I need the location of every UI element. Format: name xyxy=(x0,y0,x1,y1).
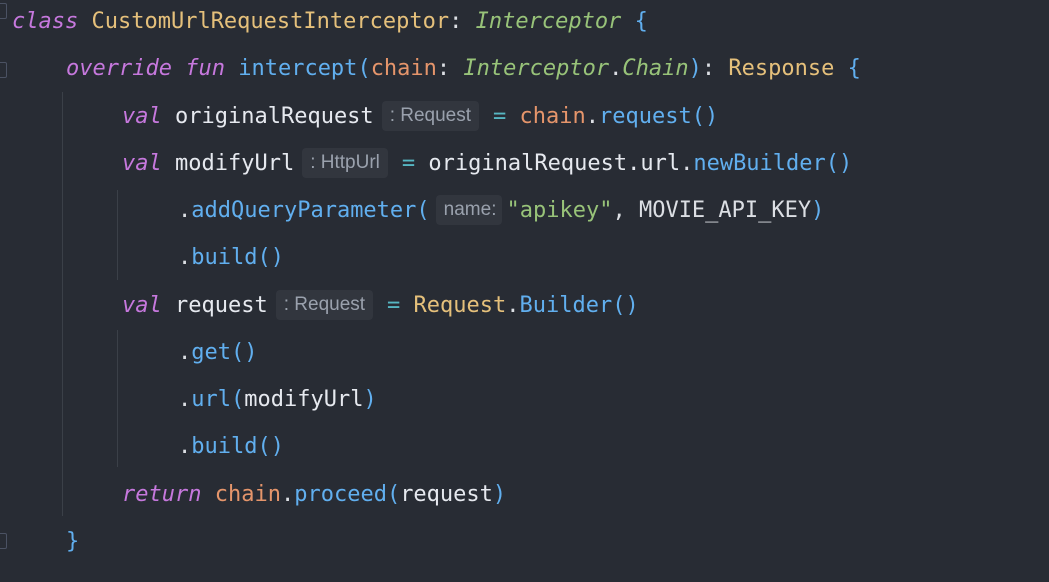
string-literal: "apikey" xyxy=(506,198,613,223)
dot: . xyxy=(178,245,192,270)
code-line-9[interactable]: .url(modifyUrl) xyxy=(178,376,377,423)
dot: . xyxy=(609,56,623,81)
paren: ( xyxy=(357,56,371,81)
type-hint: : Request xyxy=(381,101,480,131)
parens: () xyxy=(257,245,284,270)
operator: = xyxy=(493,104,507,129)
code-line-7[interactable]: val request : Request = Request.Builder() xyxy=(122,282,639,329)
code-line-6[interactable]: .build() xyxy=(178,234,284,281)
method-call: build xyxy=(191,434,258,459)
keyword-val: val xyxy=(122,104,162,129)
indent-guide xyxy=(117,330,118,467)
object-ref: chain xyxy=(519,104,586,129)
colon: : xyxy=(449,9,463,34)
code-line-10[interactable]: .build() xyxy=(178,423,284,470)
open-brace: { xyxy=(847,56,861,81)
indent-guide xyxy=(62,92,63,516)
code-line-11[interactable]: return chain.proceed(request) xyxy=(122,471,506,518)
dot: . xyxy=(585,104,599,129)
dot: . xyxy=(680,151,694,176)
dot: . xyxy=(178,340,192,365)
method-call: build xyxy=(191,245,258,270)
code-line-12[interactable]: } xyxy=(66,518,79,565)
type-name: Chain xyxy=(622,56,689,81)
code-line-4[interactable]: val modifyUrl : HttpUrl = originalRequest.… xyxy=(122,140,852,187)
dot: . xyxy=(178,434,192,459)
argument: request xyxy=(400,482,493,507)
open-brace: { xyxy=(634,9,648,34)
fold-marker-icon[interactable] xyxy=(0,3,7,19)
keyword-return: return xyxy=(122,482,202,507)
dot: . xyxy=(506,293,520,318)
object-ref: chain xyxy=(214,482,281,507)
object-ref: originalRequest.url xyxy=(428,151,681,176)
superclass-name: Interceptor xyxy=(475,9,622,34)
paren: ( xyxy=(231,387,245,412)
return-type: Response xyxy=(728,56,835,81)
fold-marker-icon[interactable] xyxy=(0,533,7,549)
method-call: url xyxy=(191,387,231,412)
paren: ( xyxy=(416,198,430,223)
dot: . xyxy=(178,198,192,223)
parens: () xyxy=(612,293,639,318)
code-line-8[interactable]: .get() xyxy=(178,329,258,376)
colon: : xyxy=(701,56,716,81)
argument: modifyUrl xyxy=(244,387,364,412)
constant-ref: MOVIE_API_KEY xyxy=(638,198,812,223)
method-call: request xyxy=(599,104,692,129)
variable-name: request xyxy=(175,293,268,318)
method-call: proceed xyxy=(294,482,387,507)
keyword-val: val xyxy=(122,293,162,318)
parameter-name-hint: name: xyxy=(435,195,503,225)
paren: ( xyxy=(386,482,401,507)
function-name: intercept xyxy=(238,56,358,81)
parens: () xyxy=(257,434,284,459)
comma: , xyxy=(612,198,626,223)
parens: () xyxy=(691,104,719,129)
paren: ) xyxy=(811,198,825,223)
dot: . xyxy=(280,482,295,507)
dot: . xyxy=(178,387,192,412)
type-hint: : Request xyxy=(275,290,374,320)
code-line-3[interactable]: val originalRequest : Request = chain.requ… xyxy=(122,93,718,140)
parens: () xyxy=(231,340,258,365)
parameter-name: chain xyxy=(370,56,437,81)
colon: : xyxy=(436,56,451,81)
code-line-1[interactable]: class CustomUrlRequestInterceptor: Inter… xyxy=(12,0,648,45)
parens: () xyxy=(825,151,853,176)
code-line-5[interactable]: .addQueryParameter(name:"apikey", MOVIE_… xyxy=(178,187,824,234)
class-name: CustomUrlRequestInterceptor xyxy=(91,9,450,34)
operator: = xyxy=(387,293,401,318)
code-line-2[interactable]: override fun intercept(chain: Intercepto… xyxy=(66,45,861,92)
fold-marker-icon[interactable] xyxy=(0,62,7,78)
keyword-fun: fun xyxy=(185,56,225,81)
operator: = xyxy=(401,151,416,176)
variable-name: modifyUrl xyxy=(175,151,295,176)
type-hint: : HttpUrl xyxy=(302,148,388,178)
type-name: Interceptor xyxy=(463,56,610,81)
method-call: newBuilder xyxy=(693,151,826,176)
variable-name: originalRequest xyxy=(175,104,374,129)
paren: ) xyxy=(688,56,702,81)
keyword-val: val xyxy=(122,151,162,176)
class-ref: Request xyxy=(413,293,507,318)
keyword-class: class xyxy=(12,9,79,34)
indent-guide xyxy=(117,190,118,280)
paren: ) xyxy=(492,482,507,507)
paren: ) xyxy=(363,387,377,412)
close-brace: } xyxy=(66,529,80,554)
constructor-call: Builder xyxy=(519,293,613,318)
keyword-override: override xyxy=(66,56,172,81)
method-call: get xyxy=(191,340,231,365)
method-call: addQueryParameter xyxy=(191,198,417,223)
